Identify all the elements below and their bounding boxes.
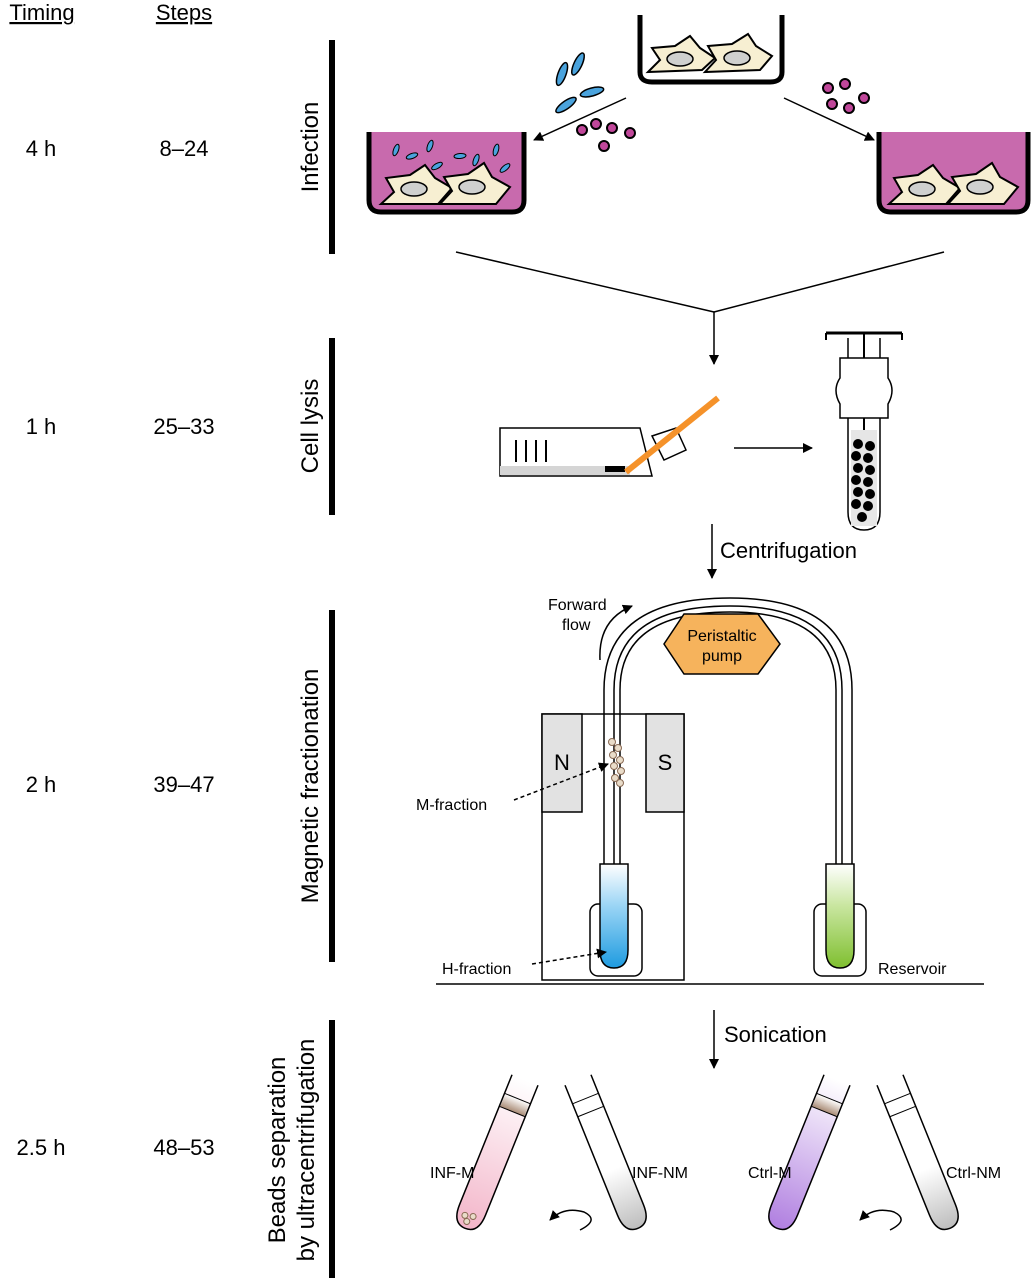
stage-label-fractionation: Magnetic fractionation (297, 669, 324, 904)
timing-separation: 2.5 h (17, 1135, 66, 1160)
timing-header: Timing (9, 0, 74, 25)
stage-label-separation-2: by ultracentrifugation (293, 1039, 320, 1262)
tube-inf-nm (564, 1074, 647, 1231)
inf-nm-label: INF-NM (632, 1165, 688, 1182)
stage-label-separation-1: Beads separation (264, 1057, 291, 1244)
timing-fractionation: 2 h (26, 772, 57, 797)
tube-ctrl-m (768, 1074, 851, 1231)
control-dish (637, 15, 785, 85)
m-fraction-pointer (513, 762, 609, 801)
tubing-loop (603, 597, 853, 868)
steps-infection: 8–24 (160, 136, 209, 161)
rotation-arrow-inf (549, 1209, 592, 1231)
centrifugation-label: Centrifugation (720, 538, 857, 563)
bacteria-group (555, 52, 605, 114)
forward-flow-label-1: Forward (548, 597, 607, 614)
arrow-to-infected (533, 97, 627, 141)
steps-separation: 48–53 (153, 1135, 214, 1160)
tube-inf-m (456, 1074, 539, 1231)
steps-fractionation: 39–47 (153, 772, 214, 797)
magnet-s: S (658, 750, 673, 775)
stage-bar-infection (329, 40, 335, 254)
forward-flow-arrow (599, 604, 633, 661)
merge-line-left (455, 251, 715, 313)
m-fraction-label: M-fraction (416, 797, 487, 814)
merge-line-right (713, 251, 945, 313)
inf-m-label: INF-M (430, 1165, 474, 1182)
homogenizer-tube (825, 331, 903, 531)
ctrl-nm-label: Ctrl-NM (946, 1165, 1001, 1182)
reservoir-label: Reservoir (878, 961, 947, 978)
timing-lysis: 1 h (26, 414, 57, 439)
stage-bar-separation (329, 1020, 335, 1278)
h-fraction-pointer (531, 948, 607, 965)
pump-label-1: Peristaltic (687, 628, 756, 645)
magnet-n: N (554, 750, 570, 775)
pump-label-2: pump (702, 648, 742, 665)
reservoir-tube (825, 863, 855, 969)
steps-lysis: 25–33 (153, 414, 214, 439)
ctrl-m-label: Ctrl-M (748, 1165, 792, 1182)
beads-left-group (576, 118, 636, 152)
rotation-arrow-ctrl (859, 1209, 902, 1231)
stage-bar-fractionation (329, 610, 335, 962)
arrow-to-control (783, 97, 875, 141)
stage-bar-lysis (329, 338, 335, 515)
h-fraction-label: H-fraction (442, 961, 511, 978)
infected-dish (366, 132, 527, 215)
beads-right-group (822, 78, 870, 114)
lysis-plate (499, 395, 720, 477)
stage-label-infection: Infection (297, 102, 324, 193)
forward-flow-label-2: flow (562, 617, 591, 634)
magnet-stand (541, 713, 685, 981)
stage-label-lysis: Cell lysis (297, 379, 324, 474)
tube-ctrl-nm (876, 1074, 959, 1231)
timing-infection: 4 h (26, 136, 57, 161)
sonication-label: Sonication (724, 1022, 827, 1047)
steps-header: Steps (156, 0, 212, 25)
peristaltic-pump (663, 613, 781, 675)
control-infected-dish (876, 132, 1031, 215)
m-fraction-beads (608, 738, 625, 787)
